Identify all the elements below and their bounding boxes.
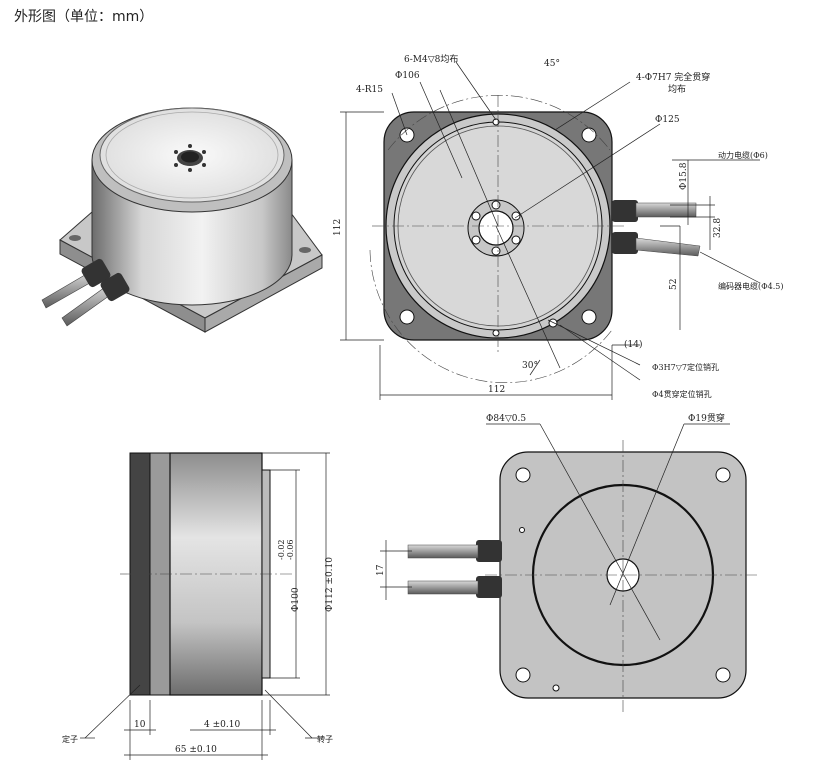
encoder-cable-label: 编码器电缆(Φ4.5) (718, 281, 784, 291)
angle-30-label: 30° (522, 361, 538, 371)
dim-10-label: 10 (134, 720, 146, 730)
pin-hole-label: Φ3H7▽7定位销孔 (652, 362, 719, 372)
dim-32-8-label: 32.8 (713, 218, 723, 238)
page-title: 外形图（单位：mm） (14, 9, 154, 25)
dim-17-label: 17 (376, 564, 386, 576)
dia-84-label: Φ84▽0.5 (486, 414, 526, 424)
tapped-holes-label: 6-M4▽8均布 (404, 53, 458, 65)
through-holes-label-2: 均布 (668, 83, 686, 95)
height-112-label: 112 (333, 219, 343, 236)
pin-hole-through-label: Φ4贯穿定位销孔 (652, 389, 712, 399)
rotor-label: 转子 (317, 734, 333, 744)
isometric-view (41, 107, 323, 333)
dia-106-label: Φ106 (395, 71, 420, 81)
dia-15-8-label: Φ15.8 (679, 162, 689, 190)
angle-45-label: 45° (544, 59, 560, 69)
stator-label: 定子 (62, 734, 78, 744)
dia-100-label: Φ100 (291, 587, 301, 612)
bottom-view: Φ84▽0.5 Φ19贯穿 17 (376, 412, 760, 712)
through-holes-label: 4-Φ7H7 完全贯穿 (636, 71, 710, 83)
dim-4-label: 4 ±0.10 (204, 720, 240, 730)
dia-100-tol-lower: -0.06 (286, 539, 295, 560)
side-view: Φ100 -0.02 -0.06 Φ112 ±0.10 10 4 ±0.10 6… (62, 452, 335, 760)
top-view: 6-M4▽8均布 45° 4-Φ7H7 完全贯穿 均布 4-R15 Φ106 Φ… (333, 53, 784, 400)
corner-radius-label: 4-R15 (356, 85, 383, 95)
dim-52-label: 52 (669, 279, 679, 290)
dim-65-label: 65 ±0.10 (175, 745, 217, 755)
dia-112-label: Φ112 ±0.10 (325, 557, 335, 612)
dia-100-tol-upper: -0.02 (277, 539, 286, 560)
width-112-label: 112 (488, 385, 505, 395)
power-cable-label: 动力电缆(Φ6) (718, 150, 768, 160)
dim-14-label: (14) (624, 339, 642, 350)
dia-125-label: Φ125 (655, 115, 680, 125)
dia-19-label: Φ19贯穿 (688, 412, 725, 424)
